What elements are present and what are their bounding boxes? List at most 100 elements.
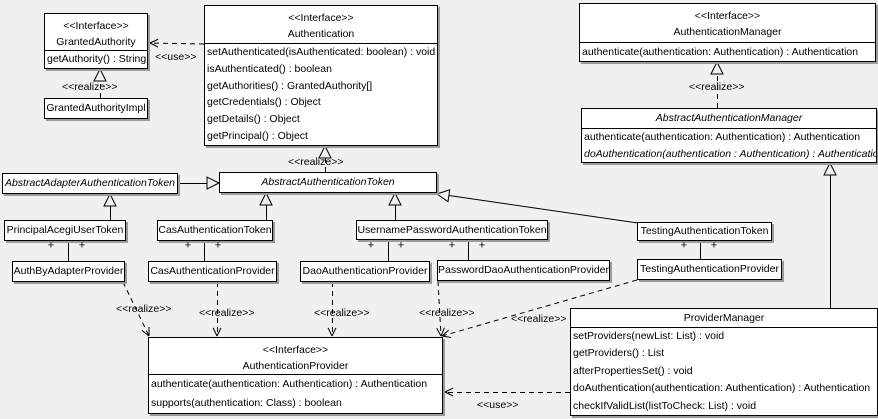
edge-realize-password_dao_authentication_provider-authentication_provider <box>436 280 445 337</box>
class-title: <<Interface>> AuthenticationProvider <box>149 338 442 375</box>
realize-label: <<realize>> <box>689 81 745 93</box>
realize-label: <<realize>> <box>288 156 344 168</box>
association-plus-label: + <box>214 239 222 252</box>
class-title: PasswordDaoAuthenticationProvider <box>438 261 609 280</box>
class-title: CasAuthenticationToken <box>158 221 272 240</box>
class-authentication_manager[interactable]: <<Interface>> AuthenticationManager authen… <box>579 3 876 62</box>
methods-compartment: setAuthenticated(isAuthenticated: boolea… <box>205 44 437 145</box>
class-abstract_authentication_token[interactable]: AbstractAuthenticationToken <box>219 172 437 193</box>
association-plus-label: + <box>478 239 486 252</box>
methods-compartment: authenticate(authentication: Authenticat… <box>582 129 876 162</box>
realize-label: <<realize>> <box>511 313 567 325</box>
method-label: doAuthentication(authentication : Authen… <box>584 147 876 160</box>
class-title: TestingAuthenticationToken <box>638 223 771 240</box>
class-auth_by_adapter_provider[interactable]: AuthByAdapterProvider <box>12 261 125 282</box>
association-plus-label: + <box>78 239 86 252</box>
method-label: getAuthority() : String <box>47 53 147 65</box>
association-plus-label: + <box>397 239 405 252</box>
method-label: getCredentials() : Object <box>207 96 321 109</box>
class-title: AbstractAuthenticationToken <box>220 173 436 192</box>
association-plus-label: + <box>448 239 456 252</box>
methods-compartment: authenticate(authentication: Authenticat… <box>580 43 875 61</box>
method-label: authenticate(authentication: Authenticat… <box>151 378 428 390</box>
association-plus-label: + <box>47 239 55 252</box>
method-label: afterPropertiesSet() : void <box>573 364 693 377</box>
class-name: CasAuthenticationProvider <box>150 265 275 277</box>
stereotype-label: <<Interface>> <box>288 12 354 24</box>
class-name: UsernamePasswordAuthenticationToken <box>357 224 547 236</box>
edge-realize-abstract_authentication_manager-authentication_manager <box>710 60 724 108</box>
association-plus-label: + <box>184 239 192 252</box>
class-title: <<Interface>> Authentication <box>205 6 437 44</box>
class-title: GrantedAuthorityImpl <box>45 99 147 118</box>
class-name: AuthByAdapterProvider <box>13 265 124 277</box>
method-label: supports(authentication: Class) : boolea… <box>151 397 342 409</box>
edge-realize-testing_authentication_provider-authentication_provider <box>441 279 638 339</box>
stereotype-label: <<Interface>> <box>63 20 129 32</box>
class-title: CasAuthenticationProvider <box>149 262 276 281</box>
class-name: AbstractAuthenticationManager <box>655 112 803 124</box>
stereotype-label: <<Interface>> <box>262 344 329 356</box>
method-label: authenticate(authentication: Authenticat… <box>582 46 859 58</box>
class-username_password_authentication_token[interactable]: UsernamePasswordAuthenticationToken <box>356 220 548 240</box>
method-label: doAuthentication(authentication: Authent… <box>573 382 871 395</box>
method-label: checkIfValidList(listToCheck: List) : vo… <box>573 399 757 412</box>
methods-compartment: authenticate(authentication: Authenticat… <box>149 375 442 413</box>
method-label: setProviders(newList: List) : void <box>573 330 725 342</box>
realize-label: <<realize>> <box>314 307 370 319</box>
class-name: PrincipalAcegiUserToken <box>6 224 124 236</box>
class-name: AuthenticationManager <box>673 26 782 38</box>
class-title: TestingAuthenticationProvider <box>638 260 781 279</box>
edge-generalization-testing_authentication_token-abstract_authentication_token <box>435 189 639 224</box>
realize-label: <<realize>> <box>419 307 475 319</box>
class-authentication[interactable]: <<Interface>> Authentication setAuthentica… <box>204 5 438 146</box>
class-abstract_adapter_authentication_token[interactable]: AbstractAdapterAuthenticationToken <box>2 173 178 194</box>
edge-realize-cas_authentication_provider-authentication_provider <box>212 282 222 337</box>
method-label: getAuthorities() : GrantedAuthority[] <box>207 79 373 92</box>
class-name: DaoAuthenticationProvider <box>302 265 428 277</box>
edge-realize-granted_authority_impl-granted_authority <box>93 67 107 98</box>
realize-label: <<realize>> <box>199 307 255 319</box>
class-title: AuthByAdapterProvider <box>13 262 124 281</box>
class-cas_authentication_token[interactable]: CasAuthenticationToken <box>157 220 273 241</box>
class-title: <<Interface>>GrantedAuthority <box>45 14 147 51</box>
association-plus-label: + <box>710 239 718 252</box>
class-title: UsernamePasswordAuthenticationToken <box>357 221 547 239</box>
realize-label: <<realize>> <box>116 303 172 315</box>
edge-use-provider_manager-authentication_provider <box>444 387 570 397</box>
class-name: AbstractAuthenticationToken <box>261 176 395 188</box>
association-plus-label: + <box>367 239 375 252</box>
class-name: AuthenticationProvider <box>242 360 349 372</box>
class-principal_acegi_user_token[interactable]: PrincipalAcegiUserToken <box>4 220 126 241</box>
class-name: PasswordDaoAuthenticationProvider <box>438 264 609 276</box>
class-name: Authentication <box>287 28 355 40</box>
class-name: AbstractAdapterAuthenticationToken <box>4 177 176 189</box>
class-cas_authentication_provider[interactable]: CasAuthenticationProvider <box>148 261 277 282</box>
edge-realize-dao_authentication_provider-authentication_provider <box>327 282 337 337</box>
class-authentication_provider[interactable]: <<Interface>> AuthenticationProvider authe… <box>148 337 443 414</box>
class-name: ProviderManager <box>683 312 765 324</box>
class-testing_authentication_token[interactable]: TestingAuthenticationToken <box>637 222 772 241</box>
association-plus-label: + <box>680 239 688 252</box>
class-title: <<Interface>> AuthenticationManager <box>580 4 875 43</box>
class-title: ProviderManager <box>571 309 877 328</box>
class-password_dao_authentication_provider[interactable]: PasswordDaoAuthenticationProvider <box>437 260 610 281</box>
class-provider_manager[interactable]: ProviderManager setProviders(newList: Lis… <box>570 308 878 416</box>
edge-generalization-cas_authentication_token-abstract_authentication_token <box>259 191 273 220</box>
stereotype-label: <<Interface>> <box>694 10 761 22</box>
class-abstract_authentication_manager[interactable]: AbstractAuthenticationManager authenticat… <box>581 108 877 163</box>
class-name: TestingAuthenticationProvider <box>640 263 779 275</box>
edge-realize-auth_by_adapter_provider-authentication_provider <box>122 281 150 337</box>
class-granted_authority_impl[interactable]: GrantedAuthorityImpl <box>44 98 148 119</box>
class-granted_authority[interactable]: <<Interface>>GrantedAuthority getAuthorit… <box>44 13 148 69</box>
realize-label: <<realize>> <box>62 81 118 93</box>
class-name: CasAuthenticationToken <box>158 224 272 236</box>
class-dao_authentication_provider[interactable]: DaoAuthenticationProvider <box>300 261 430 282</box>
edge-use-authentication-granted_authority <box>149 38 205 48</box>
method-label: setAuthenticated(isAuthenticated: boolea… <box>207 46 436 58</box>
edge-generalization-username_password_authentication_token-abstract_authentication_token <box>388 191 402 220</box>
class-testing_authentication_provider[interactable]: TestingAuthenticationProvider <box>637 259 782 280</box>
class-title: DaoAuthenticationProvider <box>301 262 429 281</box>
